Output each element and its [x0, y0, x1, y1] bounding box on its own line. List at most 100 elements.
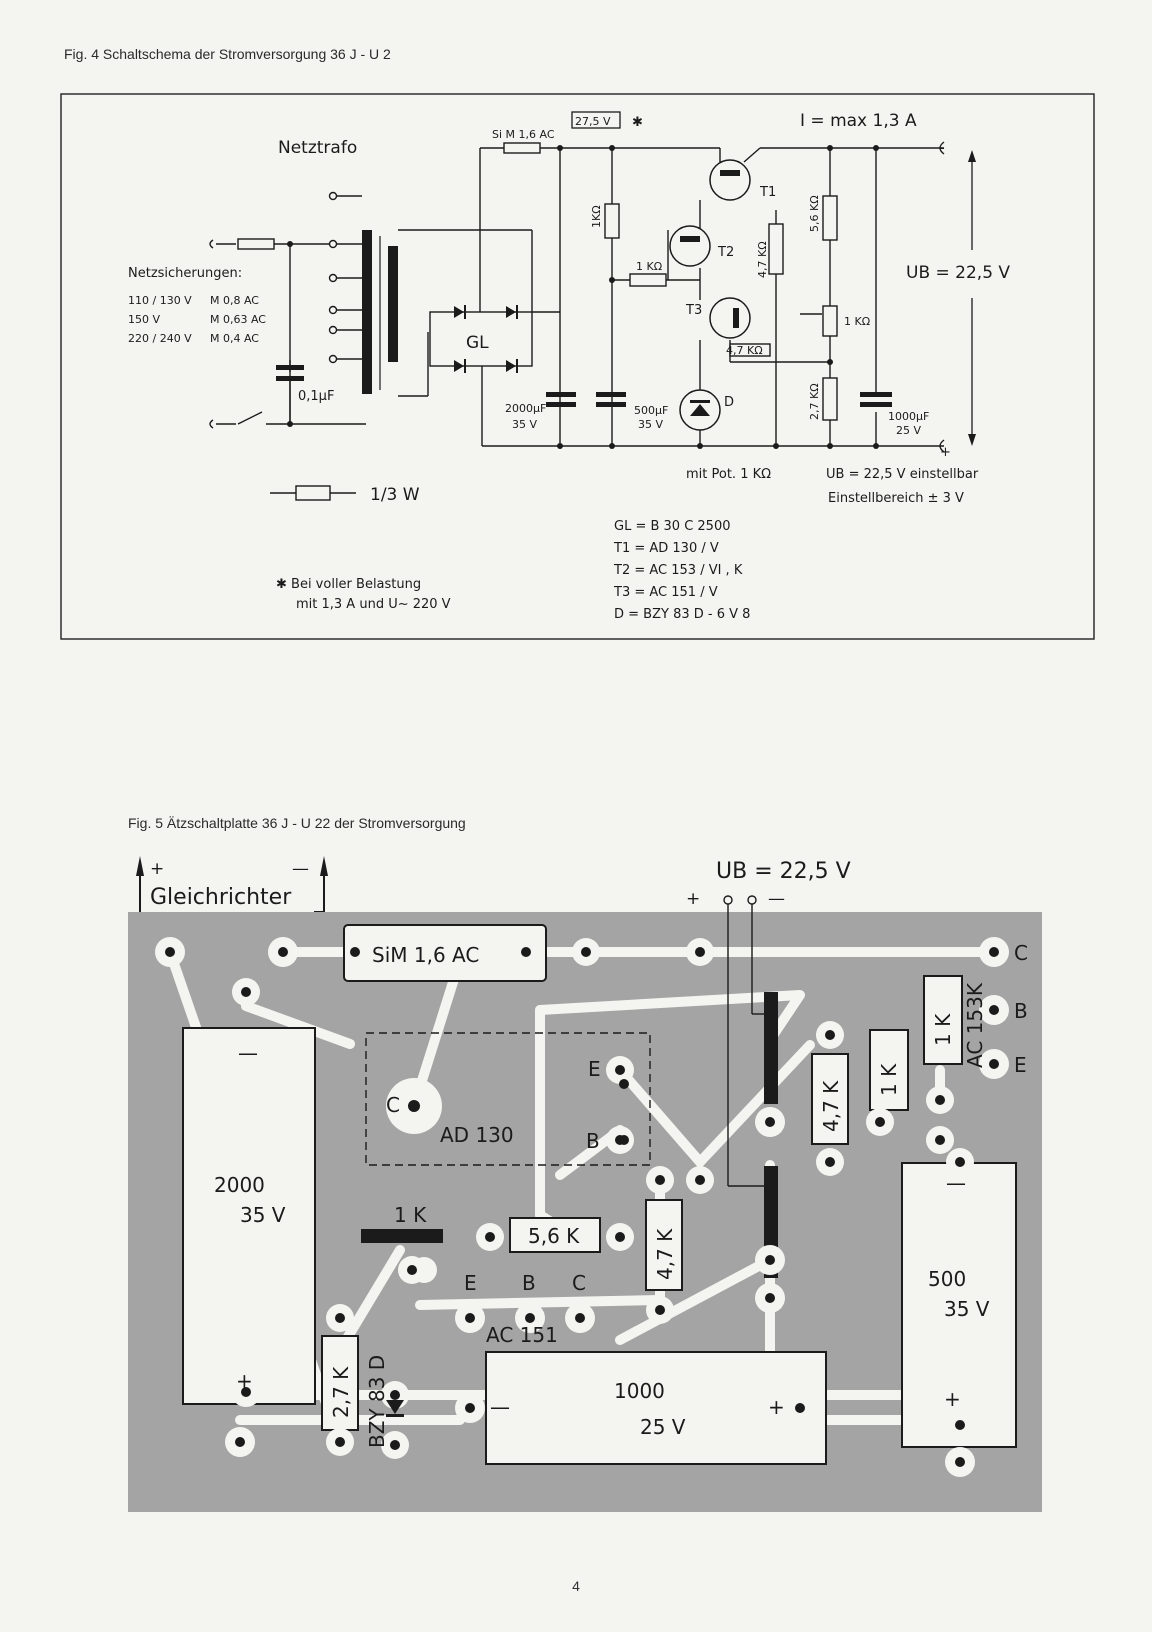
- transformer-primary: [362, 230, 372, 394]
- load-note-2: mit 1,3 A und U~ 220 V: [296, 597, 451, 612]
- part-t1: T1 = AD 130 / V: [613, 541, 719, 556]
- load-note-1: ✱ Bei voller Belastung: [276, 577, 421, 592]
- r-1k-b-label: 1 K: [931, 1013, 955, 1046]
- c2000-value: 2000µF: [505, 402, 546, 415]
- fuse-label: Si M 1,6 AC: [492, 128, 555, 141]
- fuse-pcb-label: SiM 1,6 AC: [372, 943, 479, 967]
- ub-label: UB = 22,5 V: [906, 263, 1010, 283]
- ac153-c: C: [1014, 941, 1028, 965]
- r-4-7k-b-label: 4,7 K: [819, 1080, 843, 1132]
- c1000-value: 1000µF: [888, 410, 929, 423]
- zener-symbol: [386, 1400, 404, 1414]
- r-2-7k-label: 2,7 KΩ: [808, 383, 821, 420]
- r-1k-pcb-horizontal: [361, 1229, 443, 1243]
- pot-label: 1 KΩ: [844, 315, 870, 328]
- c1000-voltage-pcb: 25 V: [640, 1415, 686, 1439]
- fuse-row-voltage: 110 / 130 V: [128, 294, 192, 307]
- c500-plus: +: [944, 1387, 961, 1411]
- r-4-7k-h-label: 4,7 KΩ: [726, 344, 763, 357]
- ac151-e: E: [464, 1271, 477, 1295]
- ub-minus: —: [768, 889, 785, 909]
- r-1k-label: 1KΩ: [590, 205, 603, 228]
- mains-fuse: [237, 238, 275, 250]
- r-1k-a-label: 1 K: [877, 1063, 901, 1096]
- ac151-c: C: [572, 1271, 586, 1295]
- c2000-voltage: 35 V: [512, 418, 537, 431]
- transformer-secondary: [388, 246, 398, 362]
- r-5-6k-pcb-label: 5,6 K: [528, 1224, 580, 1248]
- ad130-c-label: C: [386, 1093, 400, 1117]
- part-gl: GL = B 30 C 2500: [614, 519, 731, 534]
- r-2-7k-label-pcb: 2,7 K: [329, 1366, 353, 1418]
- r-4-7k-pcb-a: [645, 1199, 683, 1291]
- gl-minus: —: [292, 859, 309, 879]
- resistor-legend: 1/3 W: [370, 485, 420, 505]
- pot-1k: [822, 305, 838, 337]
- r-1k-horizontal: [629, 273, 667, 287]
- c2000-plus: +: [236, 1369, 253, 1393]
- star-mark: ✱: [632, 115, 643, 130]
- pot-note: mit Pot. 1 KΩ: [686, 467, 771, 482]
- c500-value: 500µF: [634, 404, 668, 417]
- d-label: D: [724, 395, 734, 410]
- part-d: D = BZY 83 D - 6 V 8: [614, 607, 750, 622]
- fuse-row-value: M 0,4 AC: [210, 332, 259, 345]
- fig4-schematic: Netztrafo Si M 1,6 AC 27,5 V ✱ I = max 1…: [60, 93, 1095, 640]
- fuse-row-value: M 0,8 AC: [210, 294, 259, 307]
- r-2-7k-pcb: [321, 1335, 359, 1431]
- c2000-voltage-pcb: 35 V: [240, 1203, 286, 1227]
- c500-voltage-pcb: 35 V: [944, 1297, 990, 1321]
- r-1k-pcb-label: 1 K: [394, 1203, 427, 1227]
- gleichrichter-label: Gleichrichter: [150, 885, 292, 910]
- resistor-legend-symbol: [295, 485, 331, 501]
- fuse-holder: [343, 924, 547, 982]
- r-4-7k-label: 4,7 KΩ: [756, 241, 769, 278]
- c1000-value-pcb: 1000: [614, 1379, 665, 1403]
- ac153-b: B: [1014, 999, 1028, 1023]
- c500-value-pcb: 500: [928, 1267, 966, 1291]
- c2000-minus: —: [238, 1041, 258, 1065]
- part-t2: T2 = AC 153 / VI , K: [613, 563, 743, 578]
- cap-2000: [182, 1027, 316, 1405]
- fig5-caption: Fig. 5 Ätzschaltplatte 36 J - U 22 der S…: [128, 815, 466, 831]
- fig5-pcb: + — Gleichrichter UB = 22,5 V + —: [128, 856, 1042, 1512]
- ac153-e: E: [1014, 1053, 1027, 1077]
- c500-voltage: 35 V: [638, 418, 663, 431]
- jumper-a: [764, 992, 778, 1104]
- ac151-label: AC 151: [486, 1323, 558, 1347]
- c500-minus: —: [946, 1171, 966, 1195]
- transistor-t1: [709, 159, 751, 201]
- voltage-box-label: 27,5 V: [575, 115, 611, 128]
- r-5-6k-label: 5,6 KΩ: [808, 195, 821, 232]
- transistor-t3: [709, 297, 751, 339]
- cap-1000: [485, 1351, 827, 1465]
- ub-plus: +: [686, 889, 700, 909]
- r-4-7k-a-label: 4,7 K: [653, 1228, 677, 1280]
- voltage-box: [571, 111, 621, 129]
- ad130-b-label: B: [586, 1129, 600, 1153]
- r-5-6k-pcb: [509, 1217, 601, 1253]
- r-4-7k-horizontal: [729, 343, 771, 357]
- c1000-voltage: 25 V: [896, 424, 921, 437]
- netztrafo-label: Netztrafo: [278, 138, 357, 158]
- c1000-minus: —: [490, 1395, 510, 1419]
- ad130-e-label: E: [588, 1057, 601, 1081]
- fuse-row-value: M 0,63 AC: [210, 313, 266, 326]
- r-1k-pcb-a: [869, 1029, 909, 1111]
- netzsicherungen-title: Netzsicherungen:: [128, 266, 242, 281]
- t2-label: T2: [717, 245, 734, 260]
- fuse-row-voltage: 220 / 240 V: [128, 332, 192, 345]
- cap-500: [901, 1162, 1017, 1448]
- fig4-caption: Fig. 4 Schaltschema der Stromversorgung …: [64, 46, 391, 62]
- c2000-value-pcb: 2000: [214, 1173, 265, 1197]
- ac151-b: B: [522, 1271, 536, 1295]
- schematic-frame: [60, 93, 1095, 640]
- range-note: Einstellbereich ± 3 V: [828, 491, 964, 506]
- c1000-plus: +: [768, 1395, 785, 1419]
- part-t3: T3 = AC 151 / V: [613, 585, 718, 600]
- r-4-7k: [768, 223, 784, 275]
- fuse-row-voltage: 150 V: [128, 313, 160, 326]
- ad130-label: AD 130: [440, 1123, 514, 1147]
- t1-label: T1: [759, 185, 776, 200]
- ub-header: UB = 22,5 V: [716, 859, 851, 884]
